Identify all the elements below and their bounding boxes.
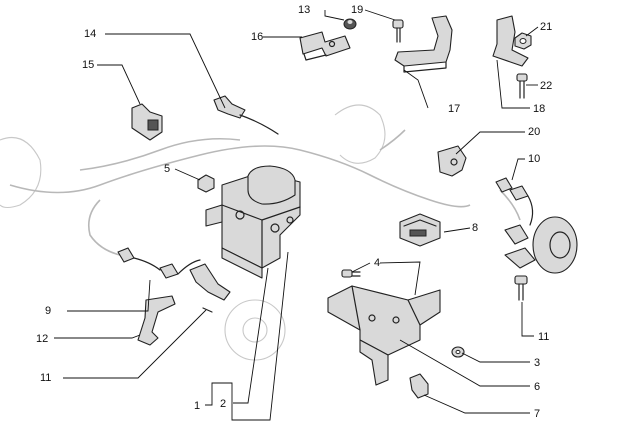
part-4-bolt <box>341 269 361 278</box>
callout-17: 17 <box>448 103 460 115</box>
part-7-clip <box>409 373 429 399</box>
part-9-sensor <box>117 247 231 301</box>
part-21-nut <box>514 32 532 50</box>
callout-labels: 14 15 13 19 16 21 22 17 18 20 10 5 8 4 9… <box>36 4 552 420</box>
sensor-harness <box>9 129 521 256</box>
part-18-bracket <box>492 15 529 67</box>
callout-13: 13 <box>298 4 310 16</box>
callout-11-right: 11 <box>538 331 549 343</box>
part-6-bracket <box>327 285 441 386</box>
callout-12: 12 <box>36 333 48 345</box>
part-3-washer <box>451 346 465 358</box>
part-16-bracket <box>299 31 351 61</box>
part-19-bolt <box>392 19 404 43</box>
callout-11-left: 11 <box>40 372 51 384</box>
part-15-sensor <box>131 103 163 141</box>
callout-6: 6 <box>534 381 540 393</box>
part-14-sensor <box>213 95 279 135</box>
callout-1: 1 <box>194 400 200 412</box>
leader-lines <box>54 9 539 421</box>
part-20-bracket <box>437 145 467 177</box>
part-11-bolt-right <box>514 275 528 301</box>
part-11-pin-left <box>202 307 213 313</box>
callout-10: 10 <box>528 153 540 165</box>
callout-14: 14 <box>84 28 96 40</box>
callout-9: 9 <box>45 305 51 317</box>
callout-18: 18 <box>533 103 545 115</box>
part-5-nut <box>197 174 215 193</box>
callout-19: 19 <box>351 4 363 16</box>
part-10-sensor-hub <box>495 177 578 274</box>
callout-16: 16 <box>251 31 263 43</box>
ghost-background <box>0 104 386 361</box>
part-22-bolt <box>516 73 528 99</box>
callout-5: 5 <box>164 163 170 175</box>
callout-2: 2 <box>220 398 226 410</box>
part-12-bracket <box>137 295 176 346</box>
callout-4: 4 <box>374 257 380 269</box>
callout-3: 3 <box>534 357 540 369</box>
part-17-bracket <box>394 15 453 73</box>
part-1-2-abs-unit <box>205 165 301 279</box>
callout-7: 7 <box>534 408 540 420</box>
callout-22: 22 <box>540 80 552 92</box>
part-8-module <box>399 213 441 247</box>
part-13-nut <box>343 18 357 30</box>
callout-8: 8 <box>472 222 478 234</box>
callout-21: 21 <box>540 21 552 33</box>
callout-20: 20 <box>528 126 540 138</box>
callout-15: 15 <box>82 59 94 71</box>
